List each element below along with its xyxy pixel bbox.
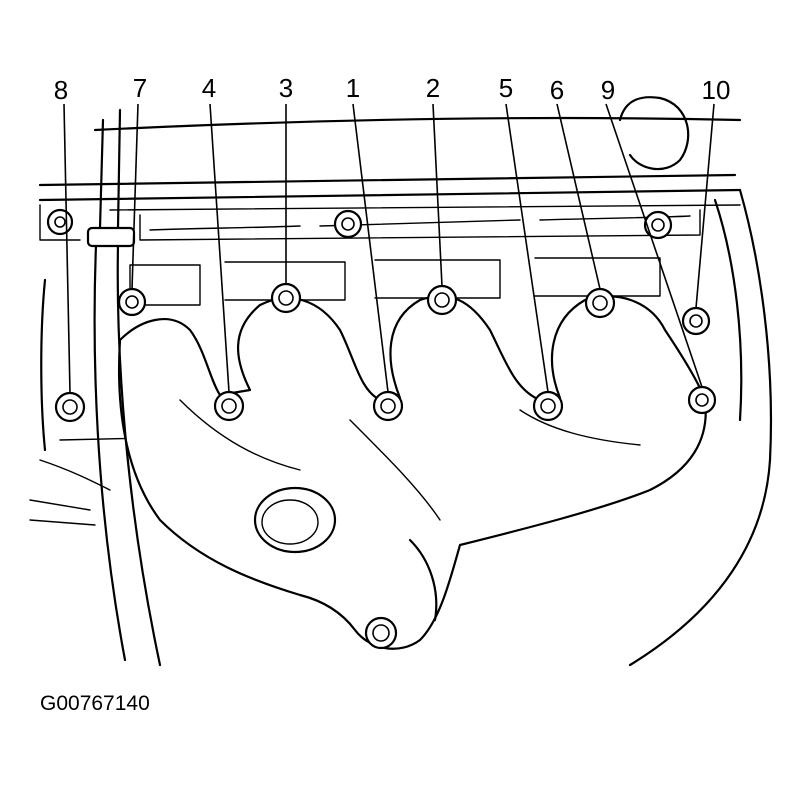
leader-6 (556, 103, 601, 290)
bolt-5 (532, 390, 564, 422)
bolt-4 (213, 390, 245, 422)
leader-8 (63, 103, 71, 394)
dipstick-tube (86, 108, 162, 667)
leader-lines (63, 103, 715, 394)
bolt-7 (117, 287, 147, 317)
cylinder-head (29, 96, 773, 667)
leader-9 (605, 103, 703, 388)
leader-10 (695, 103, 715, 309)
callout-7: 7 (133, 73, 147, 103)
leader-2 (432, 103, 443, 287)
callout-1: 1 (346, 73, 360, 103)
bolt-lower-outlet (364, 616, 398, 650)
callout-2: 2 (426, 73, 440, 103)
callout-6: 6 (550, 75, 564, 105)
callout-4: 4 (202, 73, 216, 103)
bolt-1 (372, 390, 404, 422)
figure-id-label: G00767140 (40, 692, 150, 715)
bolt-head-upper-3 (46, 208, 74, 236)
bolt-2 (426, 284, 458, 316)
bolt-head-upper-1 (333, 209, 363, 239)
leader-4 (209, 103, 230, 393)
callout-9: 9 (601, 75, 615, 105)
leader-1 (352, 103, 389, 393)
callout-labels: 8 7 4 3 1 2 5 6 9 10 (54, 73, 731, 105)
callout-3: 3 (279, 73, 293, 103)
callout-8: 8 (54, 75, 68, 105)
leader-7 (131, 103, 139, 290)
exhaust-manifold (117, 295, 707, 650)
bolt-8 (54, 391, 86, 423)
callout-10: 10 (702, 75, 731, 105)
bolt-6 (584, 287, 616, 319)
bolt-10 (681, 306, 711, 336)
bolt-9 (687, 385, 717, 415)
bolt-3 (270, 282, 302, 314)
leader-5 (505, 103, 549, 393)
bolt-head-upper-2 (643, 210, 673, 240)
callout-5: 5 (499, 73, 513, 103)
